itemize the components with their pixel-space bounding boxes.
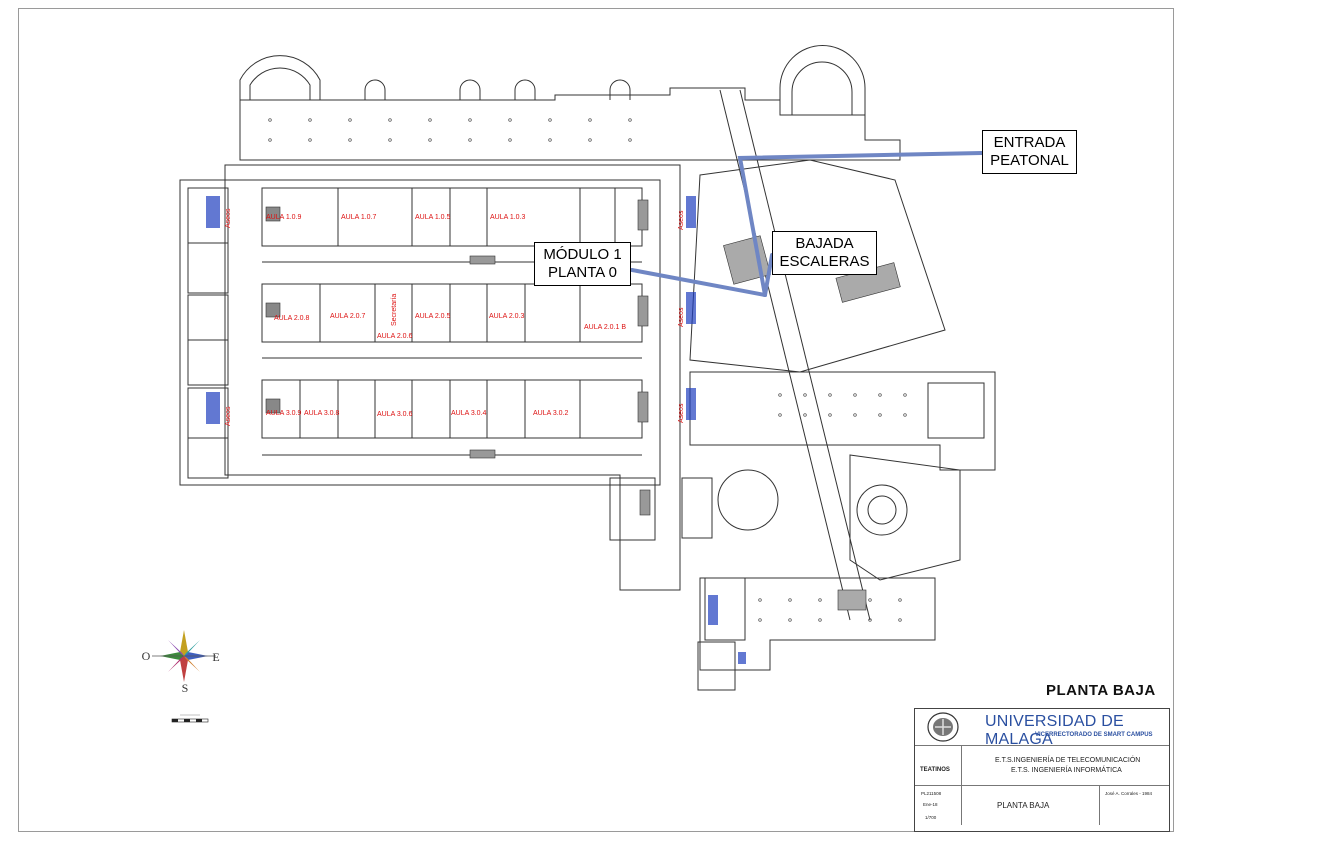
compass-west-label: O	[142, 649, 151, 663]
building-line-1: E.T.S.INGENIERÍA DE TELECOMUNICACIÓN	[995, 757, 1141, 764]
room-label: AULA 3.0.4	[451, 410, 487, 417]
callout-bajada-escaleras: BAJADA ESCALERAS	[772, 231, 877, 275]
room-label: AULA 2.0.3	[489, 313, 525, 320]
architect-value: José A. Corrales - 1984	[1105, 791, 1153, 796]
toilet-fixtures	[206, 196, 746, 664]
title-block-header: UNIVERSIDAD DE MALAGA VICERRECTORADO DE …	[915, 709, 1169, 748]
details-left-cells: PL211508 Ene-18 1/700	[915, 785, 962, 825]
compass-rose-icon: O E S	[142, 630, 220, 695]
callout-line: ENTRADA	[993, 134, 1066, 151]
plan-title: PLANTA BAJA	[1046, 682, 1156, 699]
plan-code-value: PL211508	[921, 791, 942, 796]
title-block: UNIVERSIDAD DE MALAGA VICERRECTORADO DE …	[914, 708, 1170, 832]
stairs	[265, 199, 901, 611]
date-value: Ene-18	[923, 802, 938, 807]
room-label: AULA 2.0.8	[274, 315, 310, 322]
building-outline	[179, 45, 996, 691]
vicerrectorado-name: VICERRECTORADO DE SMART CAMPUS	[1035, 732, 1153, 738]
campus-value: TEATINOS	[920, 767, 950, 773]
floor-value: PLANTA BAJA	[997, 801, 1050, 810]
room-label-aseos: Aseos	[678, 403, 685, 423]
building-line-2: E.T.S. INGENIERÍA INFORMÁTICA	[1011, 767, 1122, 774]
room-label: AULA 2.0.5	[415, 313, 451, 320]
room-label: AULA 3.0.9	[266, 410, 302, 417]
title-block-details: PL211508 Ene-18 1/700 PLANTA BAJA José A…	[915, 785, 1169, 825]
room-label: AULA 1.0.9	[266, 214, 302, 221]
room-label: AULA 3.0.6	[377, 411, 413, 418]
room-label: AULA 2.0.1 B	[584, 324, 626, 331]
callout-line: PLANTA 0	[548, 264, 617, 281]
scale-value: 1/700	[925, 815, 937, 820]
room-label-aseos: Aseos	[678, 210, 685, 230]
drawing-sheet-border	[18, 8, 1174, 832]
room-label: AULA 1.0.3	[490, 214, 526, 221]
callout-line: MÓDULO 1	[543, 246, 622, 263]
columns	[268, 118, 907, 622]
callout-modulo-planta: MÓDULO 1 PLANTA 0	[534, 242, 631, 286]
university-name: UNIVERSIDAD DE MALAGA	[985, 713, 1124, 748]
title-block-location: TEATINOS E.T.S.INGENIERÍA DE TELECOMUNIC…	[915, 745, 1169, 786]
room-label: AULA 2.0.7	[330, 313, 366, 320]
floor-cell: PLANTA BAJA	[961, 785, 1100, 825]
room-labels: AULA 1.0.9 AULA 1.0.7 AULA 1.0.5 AULA 1.…	[225, 208, 685, 426]
room-label: AULA 1.0.5	[415, 214, 451, 221]
compass-south-label: S	[182, 681, 189, 695]
callout-line: ESCALERAS	[779, 253, 870, 270]
room-label: AULA 3.0.8	[304, 410, 340, 417]
room-label: AULA 3.0.2	[533, 410, 569, 417]
room-label-secretaria: Secretaría	[391, 294, 398, 326]
compass-east-label: E	[212, 650, 219, 664]
callout-leader-lines	[630, 151, 984, 297]
room-label-aseos: Aseos	[225, 208, 232, 228]
room-label-aseos: Aseos	[678, 307, 685, 327]
campus-cell: TEATINOS	[915, 745, 962, 785]
room-label-aseos: Aseos	[225, 406, 232, 426]
callout-line: BAJADA	[795, 235, 854, 252]
callout-line: PEATONAL	[990, 152, 1069, 169]
room-label: AULA 2.0.6	[377, 333, 413, 340]
room-label: AULA 1.0.7	[341, 214, 377, 221]
scale-bar	[171, 714, 209, 723]
callout-entrada-peatonal: ENTRADA PEATONAL	[982, 130, 1077, 174]
university-seal-icon	[927, 712, 959, 742]
